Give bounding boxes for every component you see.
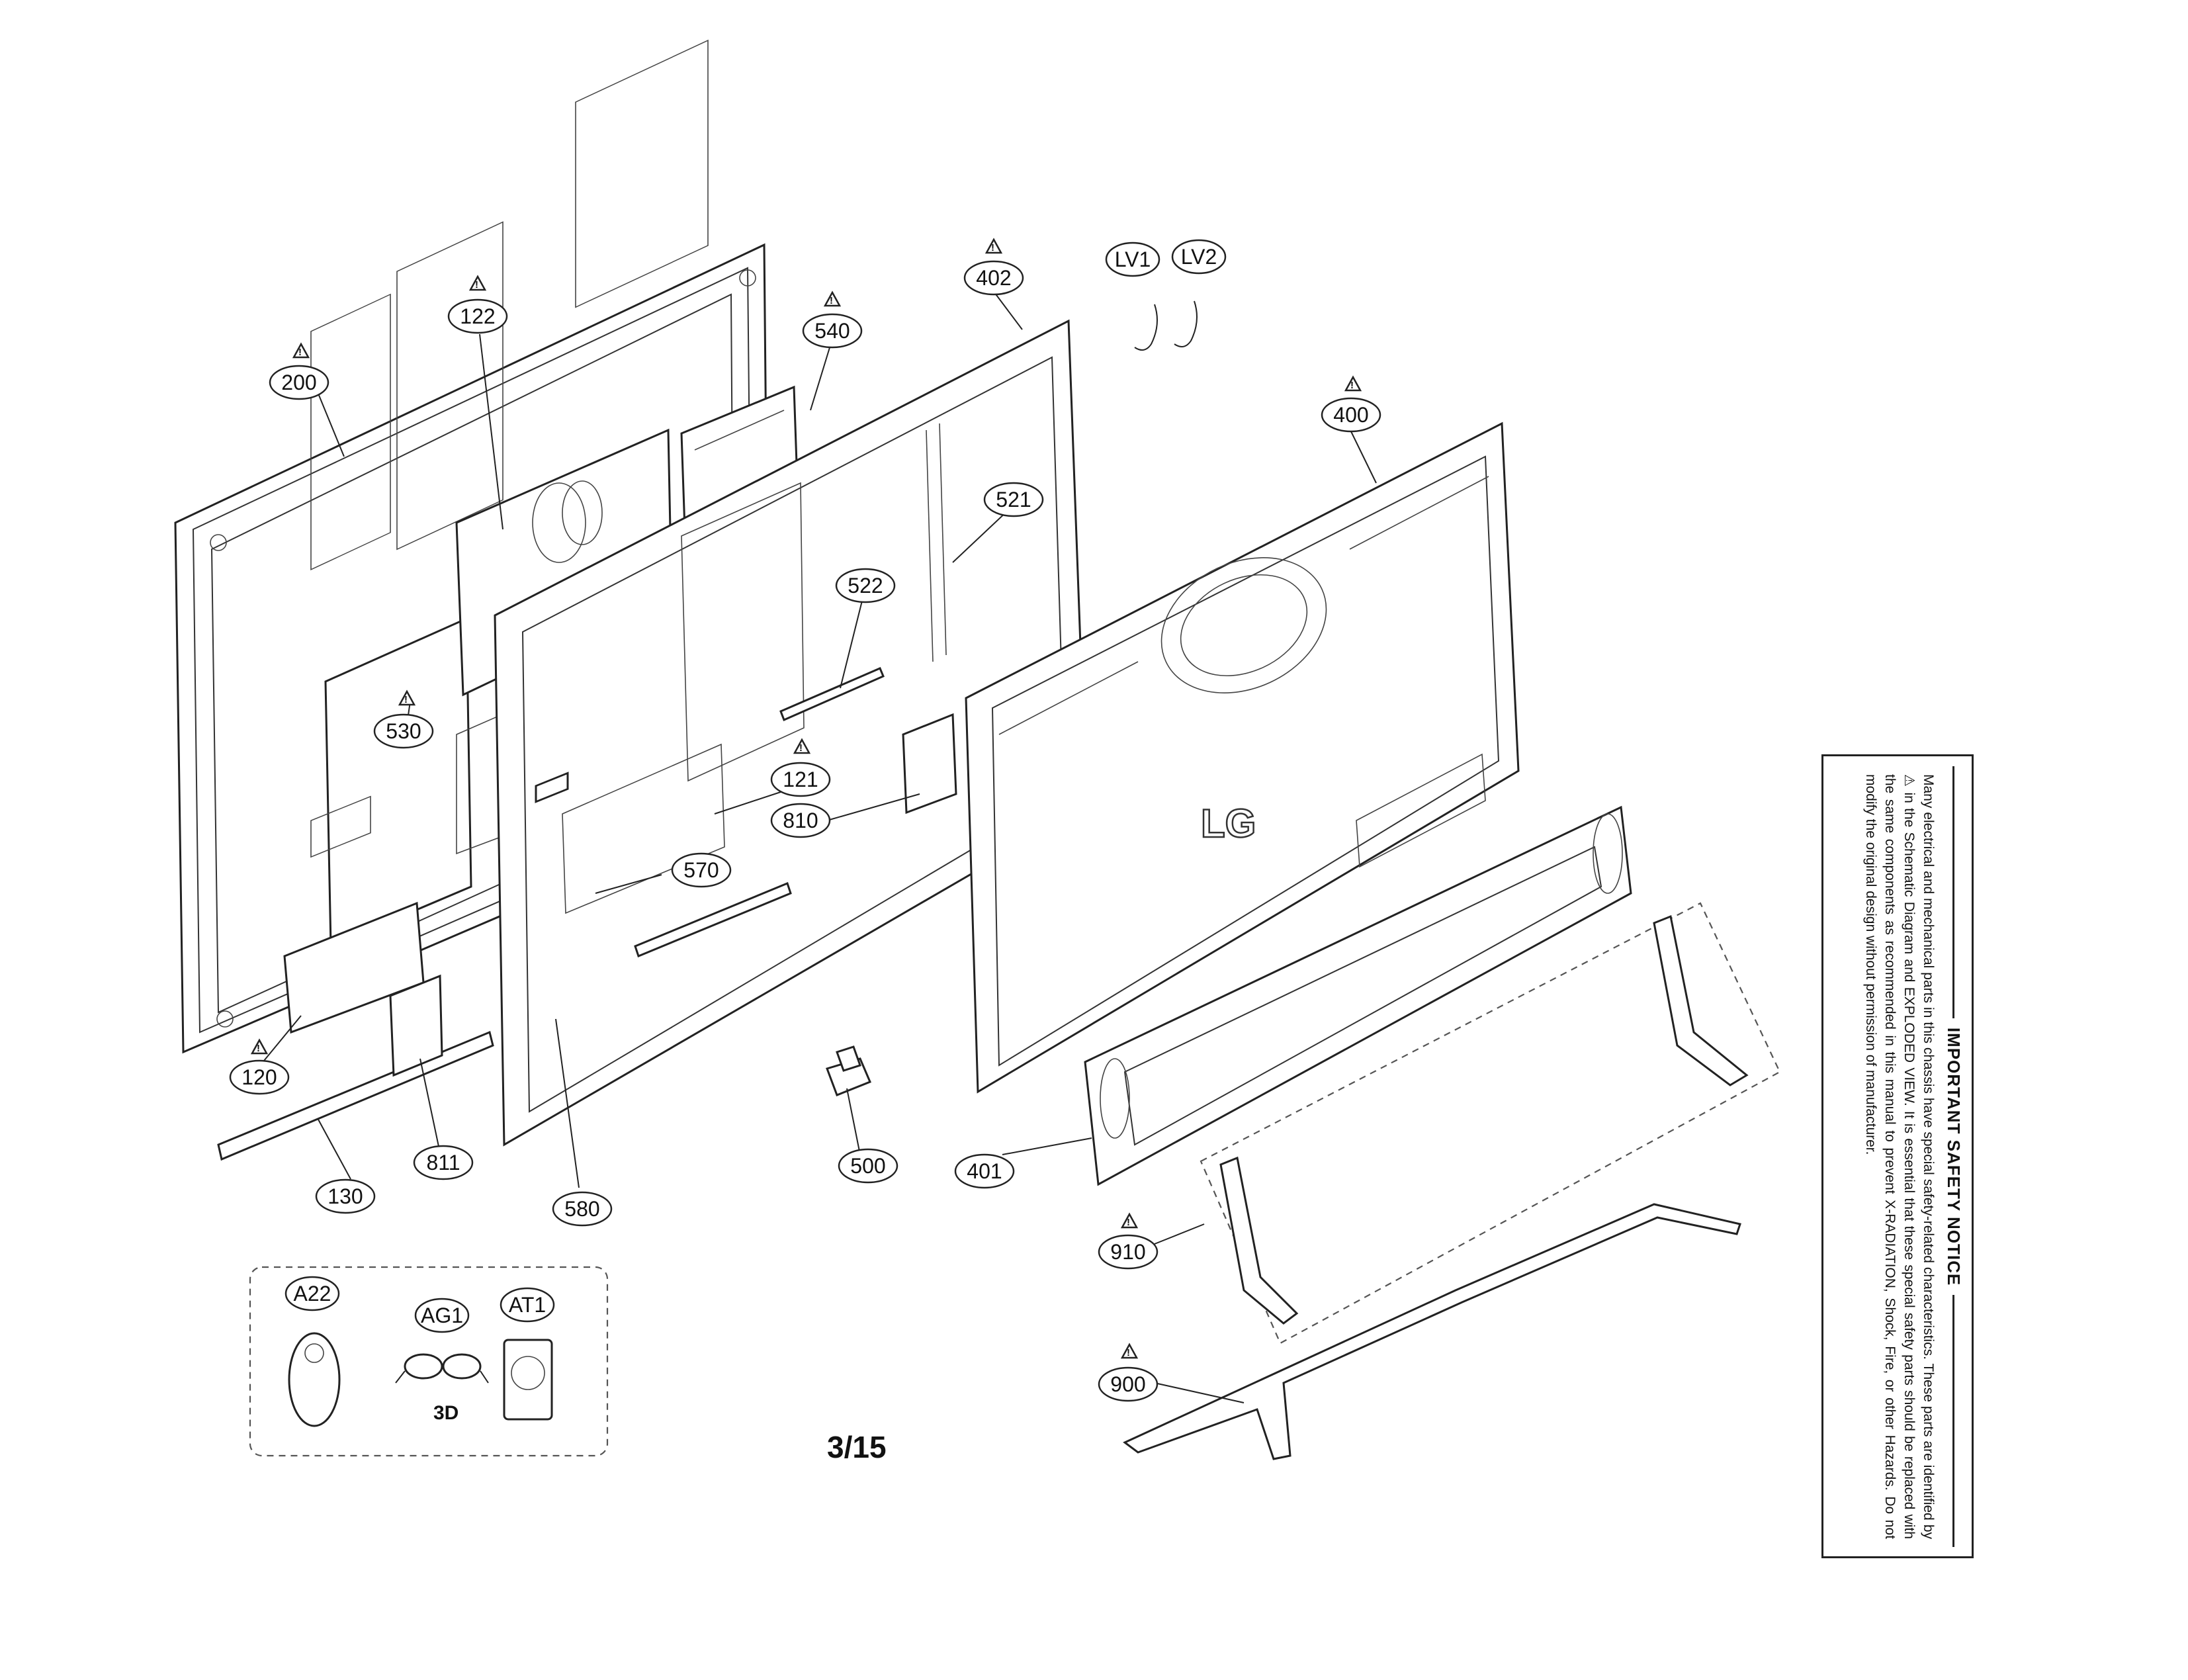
- safety-notice-title: IMPORTANT SAFETY NOTICE: [1943, 766, 1964, 1547]
- svg-text:!: !: [298, 347, 302, 358]
- callout-ag1: AG1: [414, 1298, 470, 1333]
- page-number: 3/15: [827, 1430, 887, 1464]
- lg-logo: LG: [1201, 801, 1256, 846]
- callout-910: ! 910: [1098, 1212, 1159, 1270]
- svg-text:AG1: AG1: [421, 1304, 463, 1327]
- part-522-strip: [779, 667, 885, 722]
- callout-810: 810: [770, 803, 831, 838]
- svg-text:122: 122: [460, 304, 495, 328]
- svg-text:AT1: AT1: [509, 1293, 546, 1317]
- part-401-bottom-cover: [1084, 805, 1632, 1186]
- svg-text:200: 200: [281, 371, 316, 394]
- svg-text:540: 540: [814, 319, 850, 343]
- svg-text:!: !: [991, 242, 994, 253]
- callout-522: 522: [835, 568, 896, 603]
- callout-121: ! 121: [770, 738, 831, 797]
- svg-text:LV1: LV1: [1115, 247, 1151, 271]
- callout-900: ! 900: [1098, 1343, 1159, 1402]
- svg-text:810: 810: [783, 809, 818, 832]
- callout-540: ! 540: [802, 290, 863, 349]
- svg-text:500: 500: [850, 1154, 885, 1178]
- callouts: ! 200 ! 122 ! 540 ! 402 LV1 LV2: [229, 238, 1381, 1402]
- callout-at1: AT1: [500, 1287, 555, 1323]
- svg-text:!: !: [475, 279, 478, 290]
- manual-card-icon: [503, 1339, 553, 1421]
- svg-text:570: 570: [683, 858, 719, 882]
- part-810-bracket: [902, 713, 957, 815]
- accessory-box: 3D: [249, 1266, 609, 1457]
- part-400-back-cover: LG: [965, 421, 1520, 1094]
- callout-lv2: LV2: [1171, 239, 1227, 275]
- callout-580: 580: [552, 1191, 613, 1227]
- safety-notice-title-text: IMPORTANT SAFETY NOTICE: [1944, 1027, 1964, 1286]
- safety-notice-body: Many electrical and mechanical parts in …: [1863, 774, 1936, 1539]
- part-570-strip: [634, 881, 792, 958]
- 3d-glasses-icon: [395, 1353, 489, 1384]
- svg-text:130: 130: [328, 1184, 363, 1208]
- callout-530: ! 530: [373, 689, 434, 749]
- svg-text:811: 811: [426, 1151, 460, 1174]
- svg-text:!: !: [799, 742, 803, 754]
- svg-text:A22: A22: [294, 1282, 331, 1305]
- svg-text:400: 400: [1333, 403, 1368, 427]
- svg-text:!: !: [1127, 1347, 1130, 1358]
- callout-402: ! 402: [963, 238, 1024, 296]
- svg-text:121: 121: [783, 768, 818, 791]
- callout-200: ! 200: [269, 342, 329, 400]
- callout-lv1: LV1: [1105, 242, 1160, 277]
- safety-notice-box: IMPORTANT SAFETY NOTICE Many electrical …: [1821, 754, 1974, 1558]
- callout-500: 500: [838, 1148, 898, 1184]
- svg-text:!: !: [830, 295, 833, 306]
- callout-a22: A22: [284, 1276, 340, 1311]
- label-3d: 3D: [433, 1402, 459, 1424]
- safety-notice-content: IMPORTANT SAFETY NOTICE Many electrical …: [1831, 766, 1964, 1547]
- part-500-button: [826, 1045, 871, 1096]
- svg-text:!: !: [1350, 380, 1354, 391]
- svg-text:522: 522: [848, 574, 883, 597]
- callout-811: 811: [413, 1145, 474, 1180]
- part-910-stand-leg: [1219, 914, 1749, 1325]
- callout-122: ! 122: [447, 275, 508, 334]
- callout-521: 521: [983, 482, 1044, 517]
- callout-130: 130: [315, 1178, 376, 1214]
- callout-570: 570: [671, 852, 732, 888]
- svg-text:910: 910: [1110, 1240, 1145, 1264]
- part-lv-hooks: [1134, 300, 1198, 351]
- callout-401: 401: [954, 1153, 1015, 1189]
- svg-text:!: !: [404, 694, 408, 705]
- svg-text:530: 530: [386, 719, 421, 743]
- svg-text:402: 402: [976, 266, 1011, 290]
- svg-text:900: 900: [1110, 1372, 1145, 1396]
- svg-text:521: 521: [996, 488, 1031, 511]
- callout-120: ! 120: [229, 1038, 290, 1095]
- part-900-stand-base: [1123, 1203, 1741, 1460]
- svg-text:!: !: [257, 1043, 260, 1054]
- part-580-connector: [535, 772, 569, 803]
- remote-control-icon: [288, 1332, 341, 1427]
- leader-lines: [254, 289, 1377, 1403]
- svg-text:LV2: LV2: [1181, 245, 1217, 269]
- svg-text:580: 580: [564, 1197, 599, 1221]
- svg-text:!: !: [1127, 1217, 1130, 1228]
- svg-text:401: 401: [967, 1159, 1002, 1183]
- svg-text:120: 120: [241, 1065, 277, 1089]
- callout-400: ! 400: [1321, 375, 1381, 433]
- part-811-bracket: [389, 974, 443, 1077]
